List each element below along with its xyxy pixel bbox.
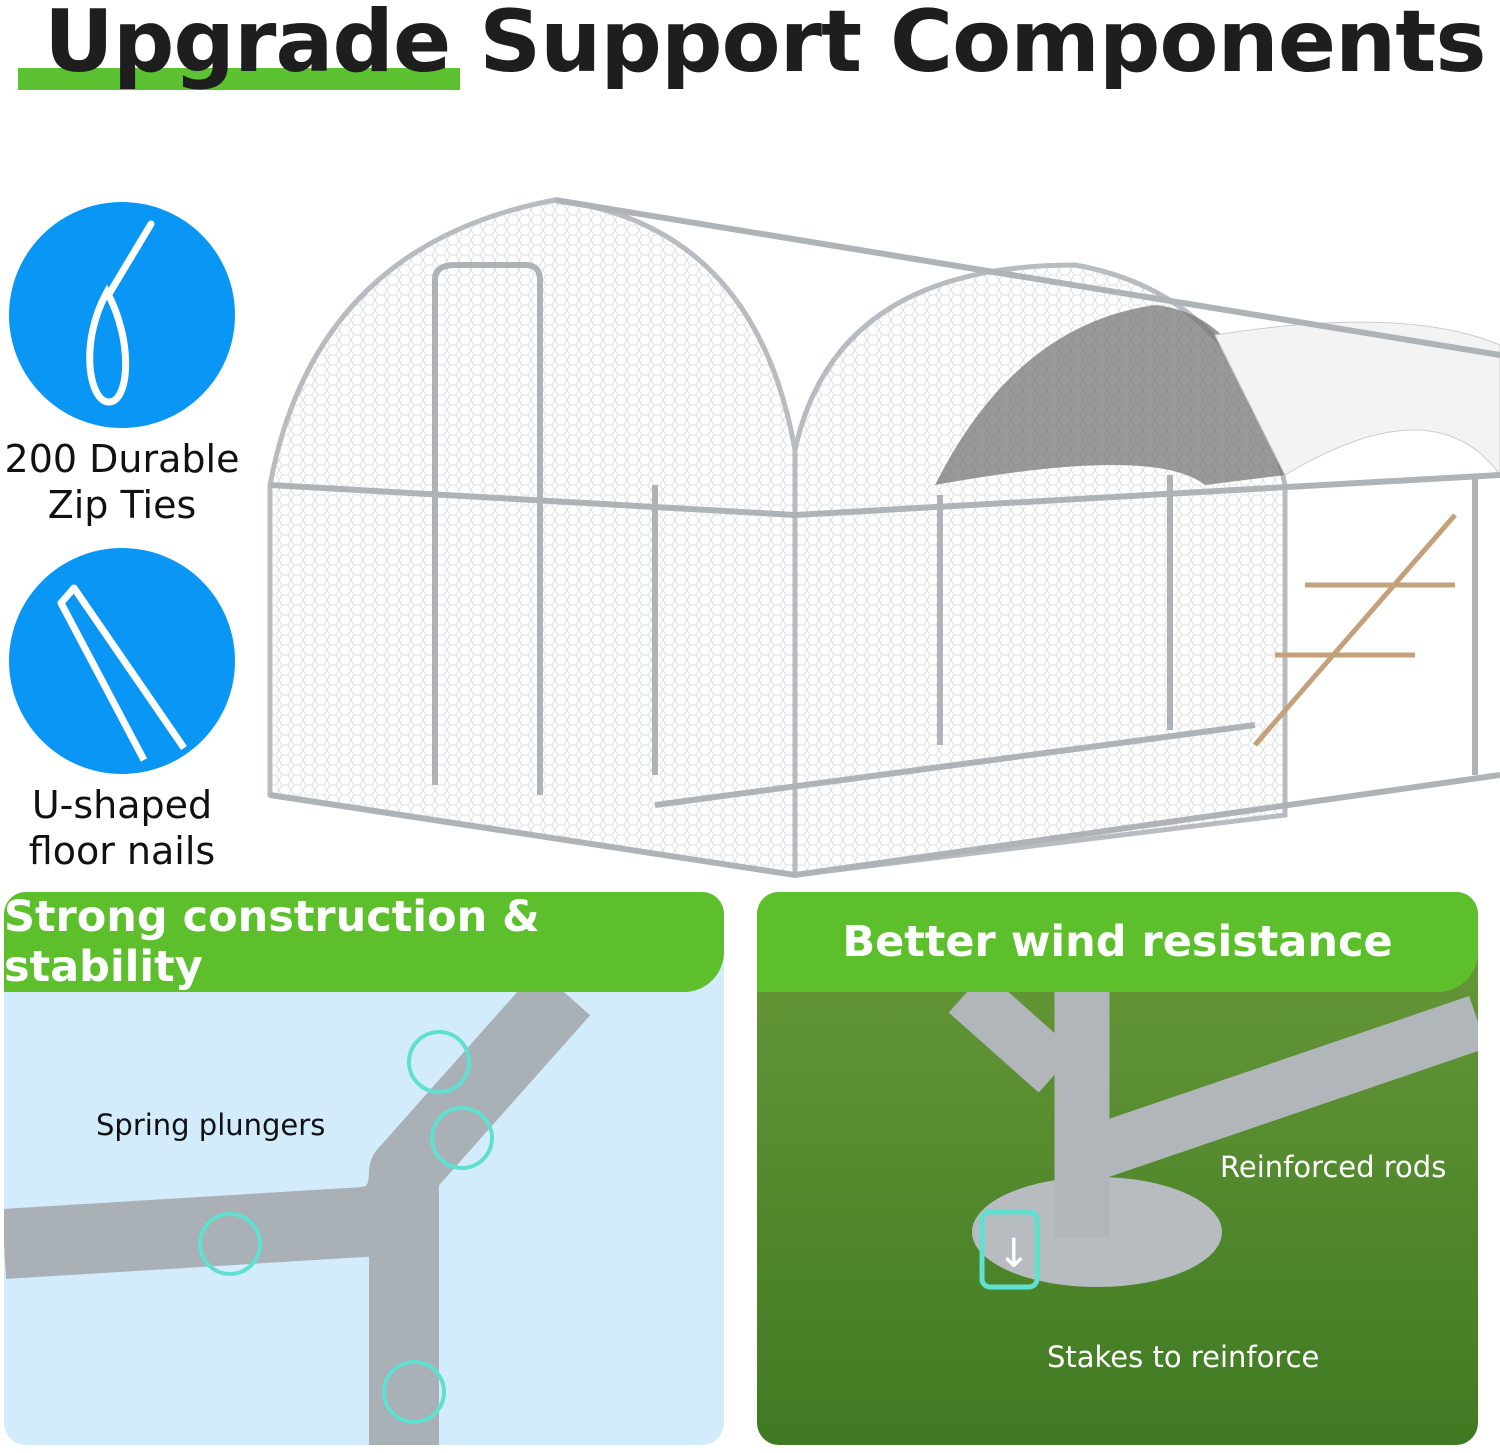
tag-stakes: Stakes to reinforce [1047,1340,1320,1374]
chicken-coop-image [267,197,1500,879]
svg-text:↓: ↓ [997,1231,1031,1277]
ground-stake-image: ↓ [948,971,1478,1290]
panel-heading: Better wind resistance [757,892,1478,992]
u-nail-icon [9,548,235,774]
tag-reinforced-rods: Reinforced rods [1220,1150,1447,1184]
panel-heading: Strong construction & stability [4,892,724,992]
title-underline [18,68,460,90]
pipe-joint-image [4,968,591,1445]
tag-spring-plungers: Spring plungers [96,1108,326,1142]
zip-tie-icon [9,202,235,428]
panel-construction: Strong construction & stability Spring p… [4,892,724,1445]
panel-wind: Better wind resistance ↓ Reinforced rods… [757,892,1478,1445]
page-title: Upgrade Support Components [44,0,1487,92]
